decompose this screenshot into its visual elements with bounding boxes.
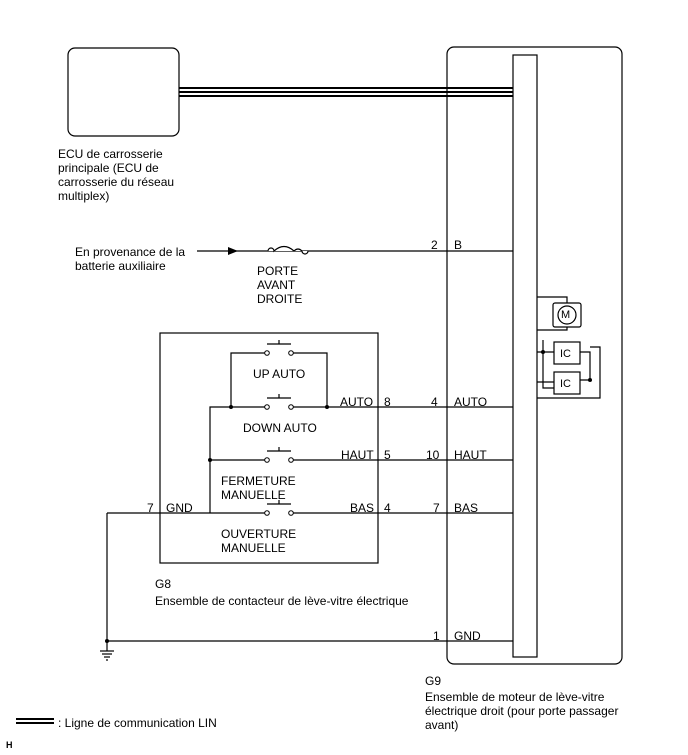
pin-auto-num: 4 (431, 395, 438, 409)
pin-b-num: 2 (431, 238, 438, 252)
ic-label-upper: IC (560, 348, 571, 360)
switch-manual-open (267, 500, 291, 505)
arrow-icon (228, 247, 238, 255)
motor-wire (537, 296, 568, 303)
manual-close-label: FERMETURE MANUELLE (221, 474, 296, 502)
motor-assembly-name: Ensemble de moteur de lève-vitre électri… (425, 690, 619, 732)
motor-symbol (557, 305, 577, 325)
corner-mark: H (6, 740, 13, 750)
motor-assembly-code: G9 (425, 674, 442, 688)
ic-box-lower (553, 371, 581, 395)
sw-pin-auto-num: 8 (384, 395, 391, 409)
connector-bar (512, 54, 538, 658)
pin-bas-name: BAS (454, 501, 479, 515)
lin-legend-icon (16, 718, 54, 724)
fuse-label: PORTE AVANT DROITE (257, 264, 303, 306)
sw-pin-gnd-num: 7 (147, 501, 154, 515)
sw-pin-bas-name: BAS (350, 501, 375, 515)
pin-bas-num: 7 (433, 501, 440, 515)
lin-legend-label: : Ligne de communication LIN (58, 716, 217, 730)
switch-up-auto (267, 340, 291, 345)
ic-box-upper (553, 341, 581, 365)
switch-assembly-box (159, 332, 379, 564)
sw-pin-auto-name: AUTO (340, 395, 374, 409)
switch-down-auto (267, 394, 291, 399)
manual-open-label: OUVERTURE MANUELLE (221, 527, 297, 555)
ecu-label: ECU de carrosserie principale (ECU de ca… (58, 147, 175, 203)
motor-label: M (561, 309, 571, 321)
fuse-symbol (267, 245, 309, 255)
motor-assembly-box (446, 46, 623, 665)
pin-gnd-num: 1 (433, 629, 440, 643)
pin-haut-name: HAUT (454, 448, 487, 462)
sw-pin-gnd-name: GND (166, 501, 193, 515)
pin-haut-num: 10 (426, 448, 440, 462)
down-auto-label: DOWN AUTO (243, 421, 317, 435)
up-auto-wire (230, 352, 265, 407)
auto-wire (209, 406, 265, 513)
pin-auto-name: AUTO (454, 395, 488, 409)
switch-manual-close (267, 447, 291, 452)
lin-line (179, 87, 513, 97)
ground-icon (100, 650, 114, 661)
pin-gnd-name: GND (454, 629, 481, 643)
switch-assembly-code: G8 (155, 577, 172, 591)
sw-pin-bas-num: 4 (384, 501, 391, 515)
ecu-box (67, 47, 180, 137)
source-label: En provenance de la batterie auxiliaire (75, 245, 186, 273)
switch-assembly-name: Ensemble de contacteur de lève-vitre éle… (155, 594, 409, 608)
up-auto-label: UP AUTO (253, 367, 306, 381)
sw-pin-haut-name: HAUT (341, 448, 374, 462)
pin-b-name: B (454, 238, 463, 252)
ic-label-lower: IC (560, 378, 571, 390)
sw-pin-haut-num: 5 (384, 448, 391, 462)
